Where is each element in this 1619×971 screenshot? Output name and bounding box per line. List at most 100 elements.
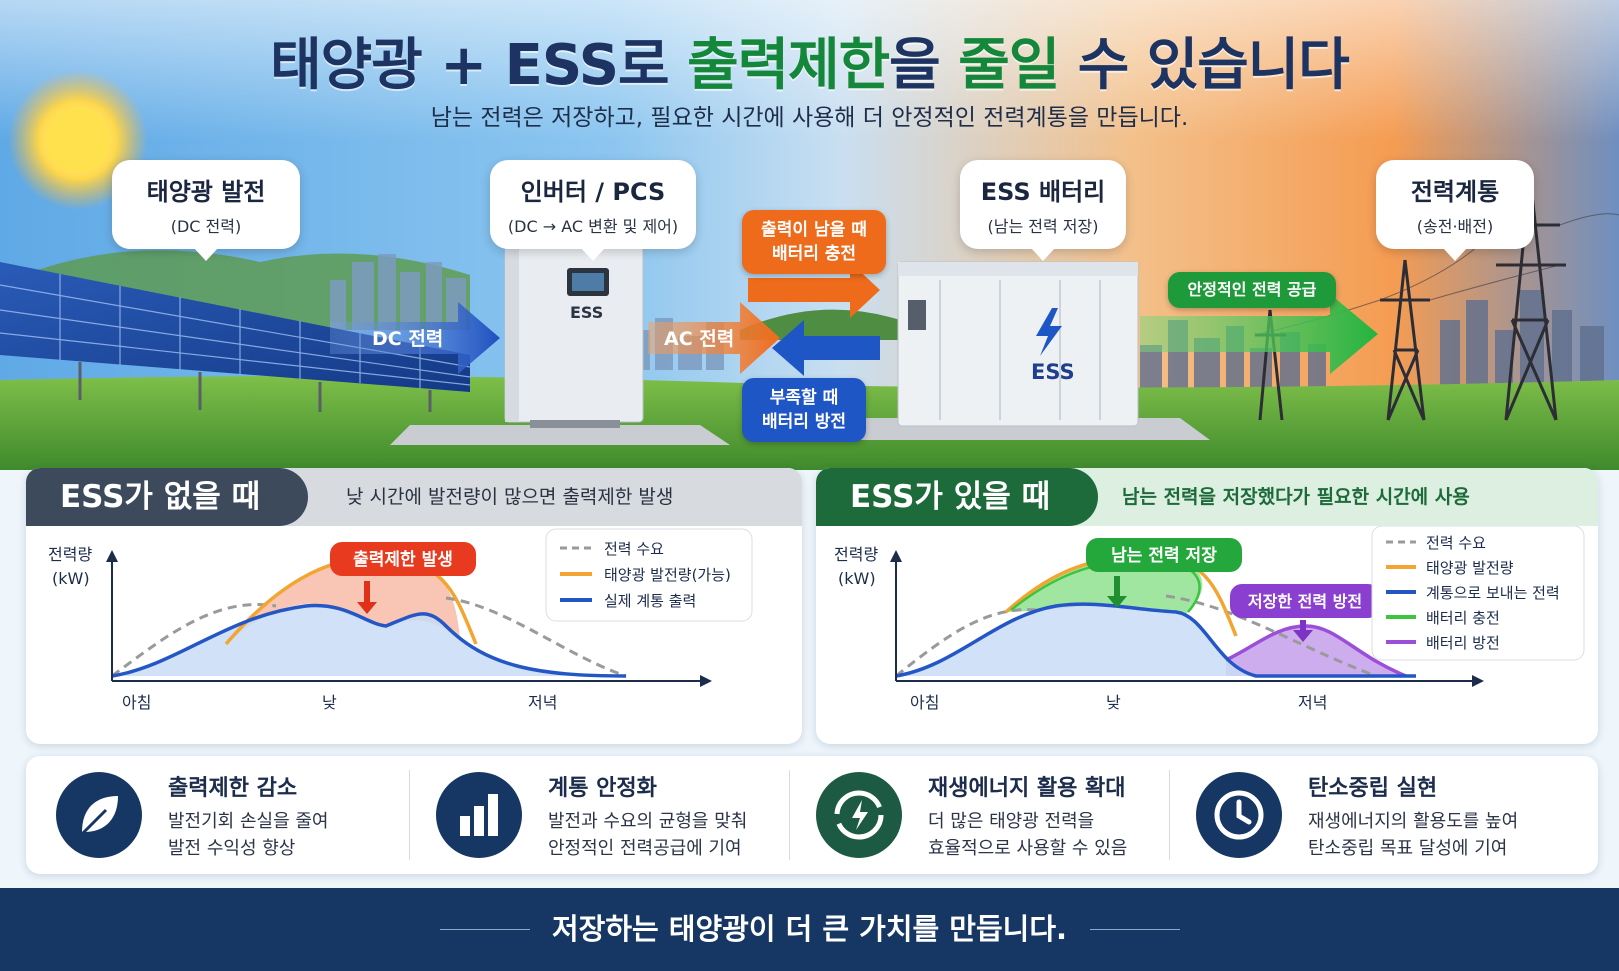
y-axis-arrow [106,550,118,562]
inverter-unit-label: ESS [570,303,604,322]
ess-battery-container [897,261,1139,427]
series-discharge-line [1225,624,1407,678]
callout-battery-title: ESS 배터리 [980,178,1106,206]
x-tick-evening: 저녁 [528,693,557,712]
divider [1169,770,1170,860]
callout-solar-title: 태양광 발전 [146,178,266,206]
callout-solar: 태양광 발전 (DC 전력) [112,160,300,261]
legend-grid: 실제 계통 출력 [604,592,696,610]
annotation-discharge-arrow [1293,620,1313,642]
callout-grid: 전력계통 (송전·배전) [1376,160,1534,261]
series-grid-output-line [895,602,1416,678]
energy-cycle-icon [816,772,902,858]
benefit-title: 재생에너지 활용 확대 [928,776,1126,801]
divider [789,770,790,860]
charge-pill: 출력이 남을 때 배터리 충전 [742,210,886,274]
ac-arrow [648,302,780,374]
callout-inverter-title: 인버터 / PCS [520,178,666,206]
x-tick-evening: 저녁 [1298,693,1327,712]
inverter-cabinet [504,245,644,428]
series-demand-line [111,596,627,678]
legend-box [545,528,753,622]
annotation-discharge: 저장한 전력 방전 [1248,592,1362,611]
y-axis-arrow [890,550,902,562]
callout-battery: ESS 배터리 (남는 전력 저장) [960,160,1126,261]
legend-charge: 배터리 충전 [1426,609,1500,627]
grid-output-area [896,604,1256,676]
panel-without-desc: 낮 시간에 발전량이 많으면 출력제한 발생 [346,486,674,508]
panel-without-ess: ESS가 없을 때 낮 시간에 발전량이 많으면 출력제한 발생 전력량 (kW… [26,468,802,744]
legend-demand: 전력 수요 [1426,534,1486,552]
x-tick-morning: 아침 [910,693,939,712]
footer-banner: 저장하는 태양광이 더 큰 가치를 만듭니다. [0,888,1619,971]
y-axis-label-line2: (kW) [52,569,90,588]
benefit-title: 탄소중립 실현 [1308,776,1438,801]
charge-line1: 출력이 남을 때 [761,220,867,240]
bar-chart-icon [436,772,522,858]
divider [409,770,410,860]
page-title: 태양광 + ESS로 출력제한을 줄일 수 있습니다 [270,33,1350,98]
benefit-title: 계통 안정화 [548,776,657,801]
clock-icon [1196,772,1282,858]
callout-battery-sub: (남는 전력 저장) [987,217,1099,236]
discharge-line2: 배터리 방전 [761,412,847,432]
legend-discharge: 배터리 방전 [1426,634,1500,652]
supply-pill: 안정적인 전력 공급 [1168,272,1336,308]
dc-arrow [330,302,500,374]
callout-solar-sub: (DC 전력) [170,217,242,236]
series-demand-line [895,594,1377,678]
curtailed-area [226,557,460,644]
annotation-discharge-box [1230,584,1380,618]
callout-grid-title: 전력계통 [1410,178,1500,206]
supply-arrow [1140,294,1378,374]
battery-unit-label: ESS [1031,360,1075,384]
series-grid-output-line [111,603,627,678]
panel-with-tag: ESS가 있을 때 [816,468,1098,526]
legend-demand: 전력 수요 [604,540,664,558]
y-axis-label-line1: 전력량 [48,545,92,564]
dc-arrow-label: DC 전력 [372,328,444,350]
y-axis-label-line1: 전력량 [834,545,878,564]
charge-arrow [748,262,880,318]
leaf-icon [56,772,142,858]
grid-output-area [112,605,626,676]
discharge-pill: 부족할 때 배터리 방전 [742,378,866,442]
annotation-store-arrow [1107,576,1127,608]
footer-text: 저장하는 태양광이 더 큰 가치를 만듭니다. [551,912,1068,946]
x-tick-noon: 낮 [1106,693,1121,712]
annotation-curtail-box [330,542,476,576]
sun [45,107,111,173]
annotation-curtail: 출력제한 발생 [353,550,453,570]
legend-solar: 태양광 발전량(가능) [604,566,731,584]
sky-glow [0,0,1619,140]
ac-arrow-label: AC 전력 [664,328,735,350]
panel-with-desc: 남는 전력을 저장했다가 필요한 시간에 사용 [1122,486,1470,508]
x-axis-arrow [700,675,712,687]
callout-inverter: 인버터 / PCS (DC → AC 변환 및 제어) [490,160,696,261]
charge-line2: 배터리 충전 [771,244,857,264]
callout-grid-sub: (송전·배전) [1416,217,1494,236]
panel-with-ess: ESS가 있을 때 남는 전력을 저장했다가 필요한 시간에 사용 전력량 (k… [816,468,1598,744]
callout-inverter-sub: (DC → AC 변환 및 제어) [507,217,679,236]
annotation-store: 남는 전력 저장 [1111,546,1217,566]
legend-solar: 태양광 발전량 [1426,559,1514,577]
panel-without-tag: ESS가 없을 때 [26,468,308,526]
footer-line-left [440,929,530,930]
hero-illustration: 태양광 + ESS로 출력제한을 줄일 수 있습니다 남는 전력은 저장하고, … [0,0,1619,470]
page-subtitle: 남는 전력은 저장하고, 필요한 시간에 사용해 더 안정적인 전력계통을 만듭… [430,105,1189,131]
footer-line-right [1090,929,1180,930]
x-tick-noon: 낮 [322,693,337,712]
legend-box [1371,526,1585,661]
legend-grid: 계통으로 보내는 전력 [1426,584,1560,602]
annotation-curtail-arrow [357,581,377,614]
chart-with-ess: 전력량 (kW) 아침 낮 저녁 남는 전력 저장 저장한 전력 방전 전력 수… [834,526,1585,712]
chart-without-ess: 전력량 (kW) 아침 낮 저녁 출력제한 발생 전력 수요 태양광 발전량(가… [48,528,753,712]
discharge-line1: 부족할 때 [769,388,839,408]
